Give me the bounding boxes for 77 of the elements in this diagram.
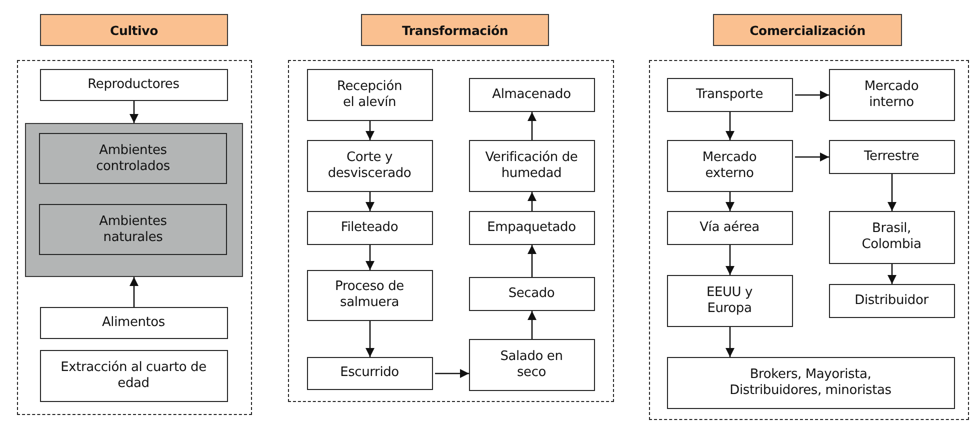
process-box <box>666 356 954 408</box>
step-label: Distribuidor <box>854 292 930 308</box>
process-box <box>468 140 594 192</box>
arrow <box>888 264 896 284</box>
step-label: Ambientes controlados <box>95 142 171 174</box>
process-box <box>468 210 594 244</box>
step-label: Almacenado <box>491 86 572 102</box>
process-box <box>40 350 228 402</box>
step-label: Secado <box>507 286 556 302</box>
arrow <box>795 152 829 162</box>
step-label: Empaquetado <box>486 220 577 236</box>
arrow <box>366 121 374 140</box>
step-label: Reproductores <box>86 76 180 92</box>
step-label: Salado en seco <box>499 348 564 380</box>
step-label: Vía aérea <box>698 220 760 236</box>
arrow <box>528 192 536 211</box>
dashed-container <box>649 60 969 420</box>
process-box <box>306 270 432 320</box>
step-label: Fileteado <box>340 220 400 236</box>
arrow <box>435 369 469 378</box>
arrow <box>528 311 536 339</box>
step-label: Escurrido <box>339 365 400 381</box>
step-label: Extracción al cuarto de edad <box>60 360 208 392</box>
process-box <box>468 338 594 390</box>
arrow <box>726 112 734 140</box>
stage-header <box>713 14 902 46</box>
process-box <box>666 78 792 112</box>
process-box <box>666 140 792 192</box>
step-label: Recepción el alevín <box>336 78 403 110</box>
arrow <box>366 321 374 357</box>
process-box <box>40 68 228 100</box>
stage-header <box>40 14 228 46</box>
step-label: EEUU y Europa <box>705 284 754 316</box>
dashed-container <box>17 60 252 415</box>
environment-box <box>39 133 227 184</box>
step-label: Mercado interno <box>863 78 920 110</box>
step-label: Corte y desviscerado <box>326 150 412 182</box>
stage-title: Cultivo <box>109 22 159 38</box>
arrow <box>130 277 138 307</box>
step-label: Ambientes naturales <box>98 214 168 246</box>
process-box <box>468 276 594 310</box>
process-box <box>666 210 792 244</box>
step-label: Verificación de humedad <box>484 150 579 182</box>
arrow <box>888 174 896 211</box>
process-box <box>666 274 792 326</box>
arrow <box>726 192 734 211</box>
step-label: Brokers, Mayorista, Distribuidores, minoristas <box>728 366 892 398</box>
step-label: Transporte <box>695 86 764 102</box>
arrow <box>130 101 138 123</box>
shaded-panel <box>24 122 242 276</box>
arrow <box>726 245 734 275</box>
process-box <box>306 356 432 390</box>
arrow <box>795 90 829 100</box>
process-box <box>828 284 954 318</box>
step-label: Terrestre <box>862 148 920 164</box>
process-box <box>828 140 954 174</box>
step-label: Brasil, Colombia <box>860 221 922 253</box>
step-label: Mercado externo <box>701 150 758 182</box>
arrow <box>726 327 734 357</box>
arrow <box>366 245 374 270</box>
arrow <box>528 245 536 277</box>
process-box <box>40 306 228 338</box>
stage-header <box>361 14 549 46</box>
stage-title: Transformación <box>400 22 510 38</box>
step-label: Proceso de salmuera <box>334 279 405 311</box>
environment-box <box>39 204 227 255</box>
process-box <box>468 78 594 112</box>
arrow <box>366 192 374 211</box>
process-box <box>828 210 954 264</box>
step-label: Alimentos <box>100 314 166 330</box>
stage-title: Comercialización <box>748 22 866 38</box>
process-box <box>306 210 432 244</box>
dashed-container <box>288 60 614 402</box>
process-box <box>306 140 432 192</box>
arrow <box>528 112 536 140</box>
process-box <box>828 68 954 120</box>
process-box <box>306 68 432 120</box>
